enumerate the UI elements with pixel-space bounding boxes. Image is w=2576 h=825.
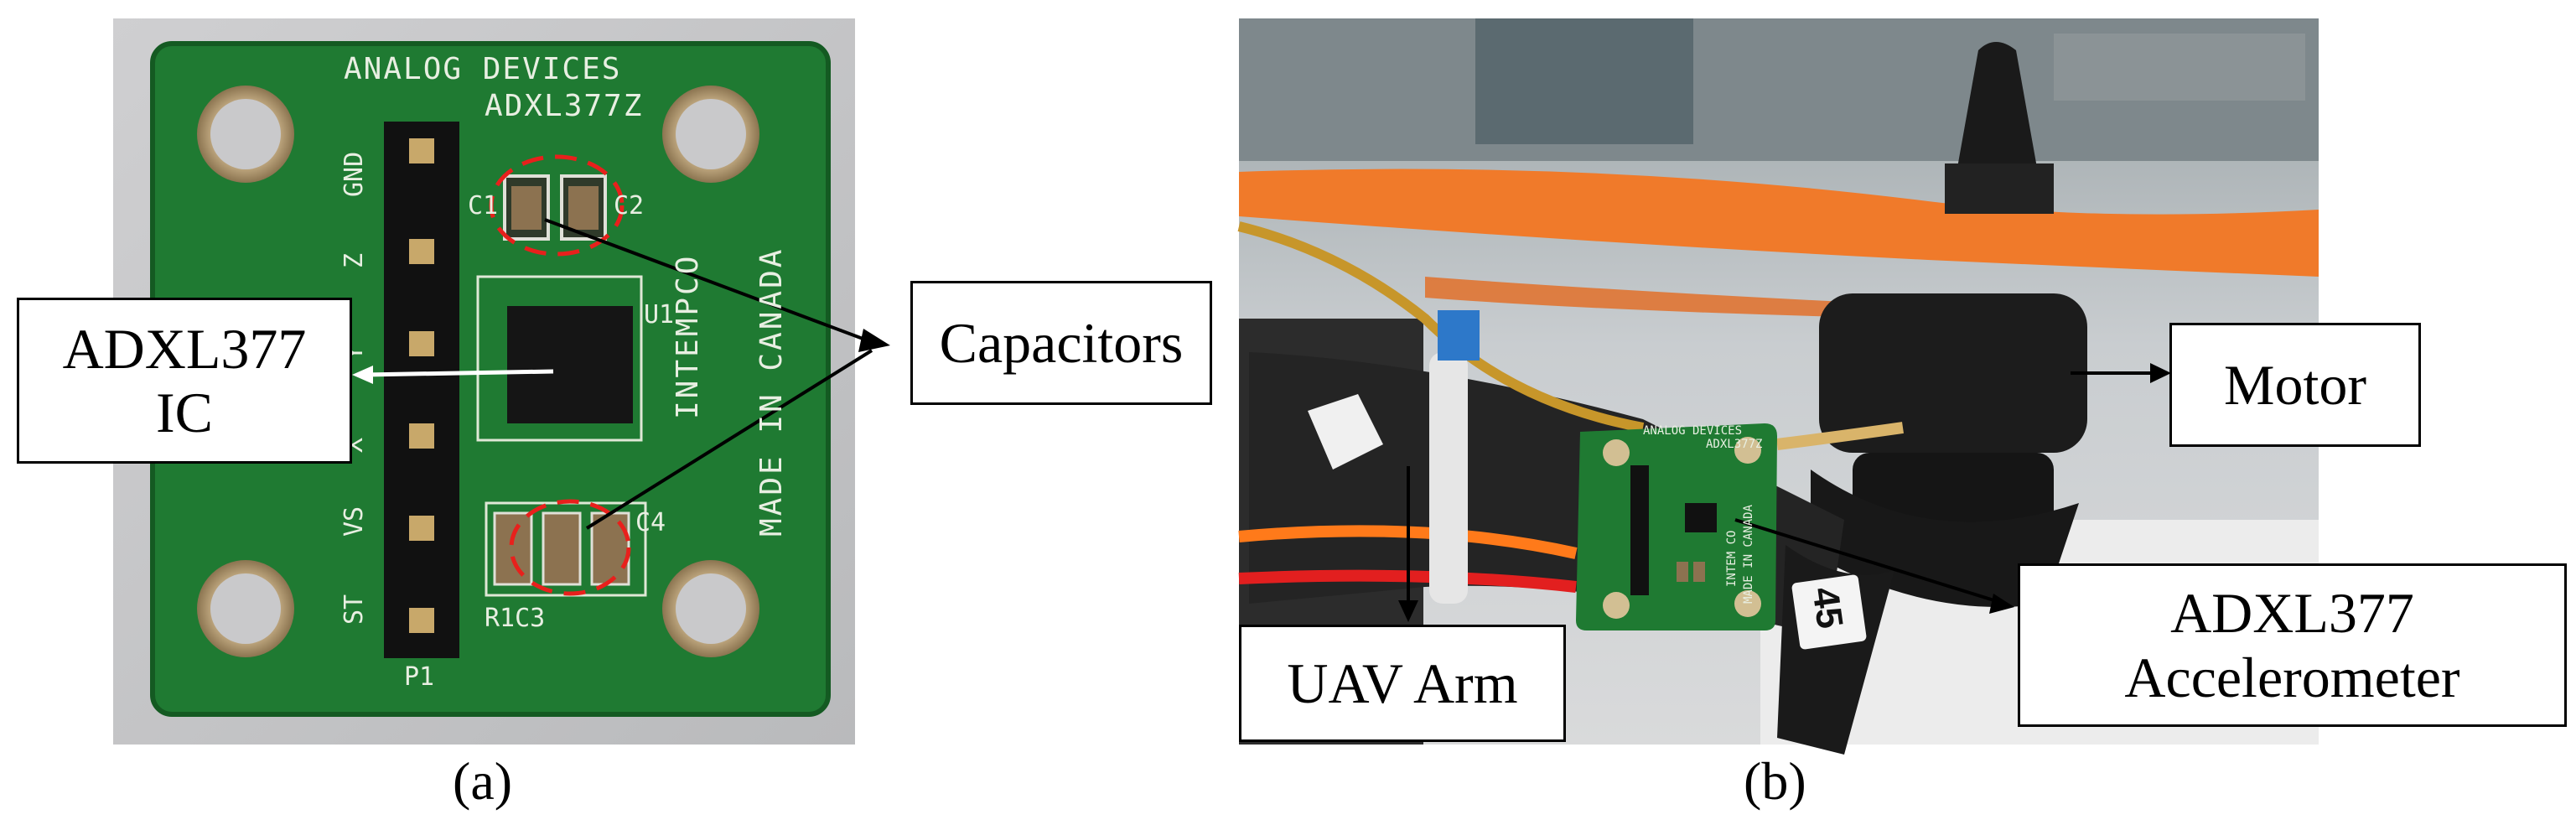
caption-a: (a) [453,751,513,811]
caption-b: (b) [1744,751,1806,811]
label-uav-arm: UAV Arm [1239,625,1566,742]
silk-model-b: ADXL377Z [1706,438,1763,451]
silk-c4-a: C4 [635,508,666,537]
silk-u1-a: U1 [644,300,675,329]
propeller [1239,169,2319,277]
label-adxl377-ic: ADXL377 IC [17,298,352,464]
silk-c2-a: C2 [614,191,645,221]
label-adxl377-ic-line2: IC [155,381,213,444]
label-motor-text: Motor [2224,352,2366,417]
pin-header [384,122,459,658]
label-uav-arm-text: UAV Arm [1287,651,1518,715]
zip-tie [1308,394,1383,470]
label-capacitors: Capacitors [910,281,1212,405]
silk-brand-a: ANALOG DEVICES [344,52,622,86]
silk-model-a: ADXL377Z [485,89,644,123]
highlight-top-capacitors [489,154,625,257]
pcb-board [153,44,828,714]
label-accel-line2: Accelerometer [2124,645,2460,709]
highlight-bottom-capacitors [509,499,631,596]
sticker [1791,574,1867,650]
silk-brand-b: ANALOG DEVICES [1643,424,1743,438]
accelerometer-board-b [1576,423,1777,630]
sticker-text: 45 [1804,584,1851,631]
silk-c1-a: C1 [468,191,499,221]
label-accel-line1: ADXL377 [2170,581,2414,646]
motor-body [1819,293,2087,453]
label-adxl377-accelerometer: ADXL377 Accelerometer [2018,563,2567,727]
mounting-holes [197,86,759,657]
silk-origin-b: MADE IN CANADA [1742,504,1755,604]
label-motor: Motor [2169,323,2421,447]
silk-maker-b: INTEM CO [1725,530,1739,587]
motor-spinner [1957,42,2037,168]
label-adxl377-ic-line1: ADXL377 [62,316,307,381]
silk-p1-a: P1 [404,662,435,692]
adxl377-chip [507,306,633,423]
label-capacitors-text: Capacitors [939,310,1184,375]
silk-r1c3-a: R1C3 [485,604,546,633]
